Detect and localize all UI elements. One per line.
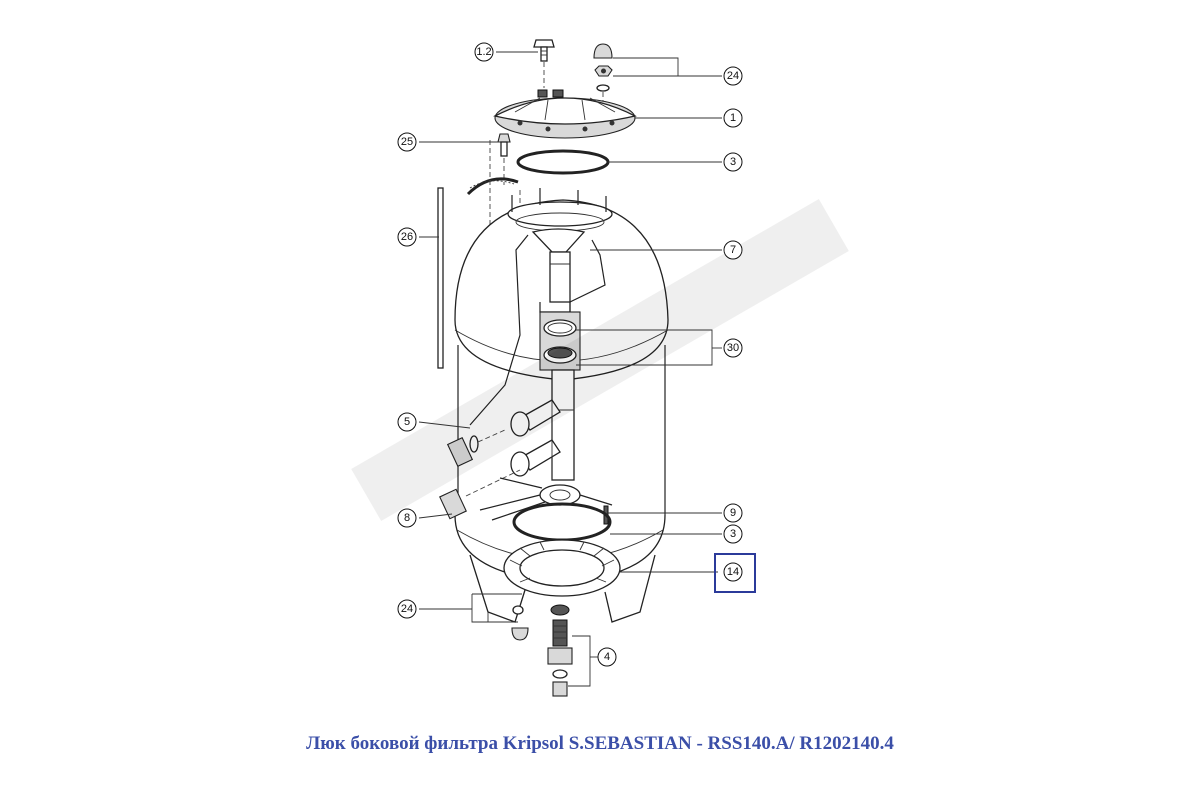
svg-text:9: 9 <box>730 507 736 519</box>
o-ring-top-part <box>516 149 610 175</box>
svg-text:1: 1 <box>730 112 736 124</box>
sight-glass-part <box>539 311 581 371</box>
callout-24-top: 24 <box>723 66 743 86</box>
svg-text:3: 3 <box>730 528 736 540</box>
callout-9: 9 <box>723 503 743 523</box>
clamp-part <box>466 177 519 196</box>
svg-text:25: 25 <box>401 136 413 148</box>
callout-25: 25 <box>397 132 417 152</box>
callout-1-2: 1.2 <box>474 42 494 62</box>
hatch-ring-part <box>503 539 621 597</box>
svg-text:4: 4 <box>604 651 610 663</box>
callout-4: 4 <box>597 647 617 667</box>
drain-part <box>511 604 573 697</box>
diffuser-part <box>531 228 586 303</box>
highlight-box <box>714 553 756 593</box>
callout-26: 26 <box>397 227 417 247</box>
rod-part <box>437 187 444 369</box>
callout-1: 1 <box>723 108 743 128</box>
svg-text:1.2: 1.2 <box>476 46 491 58</box>
connector-5-part <box>446 429 506 467</box>
callout-3-top: 3 <box>723 152 743 172</box>
svg-text:5: 5 <box>404 416 410 428</box>
callout-14: 14 <box>714 553 756 593</box>
branch-pipes <box>510 399 561 480</box>
callouts: 1.2 24 1 25 3 26 7 30 <box>397 42 756 667</box>
filter-lid-part <box>493 89 637 139</box>
cap-nut-part <box>593 43 613 106</box>
svg-text:24: 24 <box>727 70 739 82</box>
watermark <box>351 199 849 521</box>
leader-lines <box>418 51 722 687</box>
svg-text:14: 14 <box>727 566 739 578</box>
screw-part <box>533 39 555 88</box>
callout-3-bottom: 3 <box>723 524 743 544</box>
callout-7: 7 <box>723 240 743 260</box>
svg-text:24: 24 <box>401 603 413 615</box>
callout-24-bottom: 24 <box>397 599 417 619</box>
svg-text:8: 8 <box>404 512 410 524</box>
connector-8-part <box>439 469 521 520</box>
svg-text:3: 3 <box>730 156 736 168</box>
air-vent-part <box>497 133 511 185</box>
svg-text:26: 26 <box>401 231 413 243</box>
diagram-caption: Люк боковой фильтра Kripsol S.SEBASTIAN … <box>306 733 894 754</box>
callout-8: 8 <box>397 508 417 528</box>
svg-text:30: 30 <box>727 342 739 354</box>
callout-30: 30 <box>723 338 743 358</box>
svg-text:7: 7 <box>730 244 736 256</box>
callout-5: 5 <box>397 412 417 432</box>
